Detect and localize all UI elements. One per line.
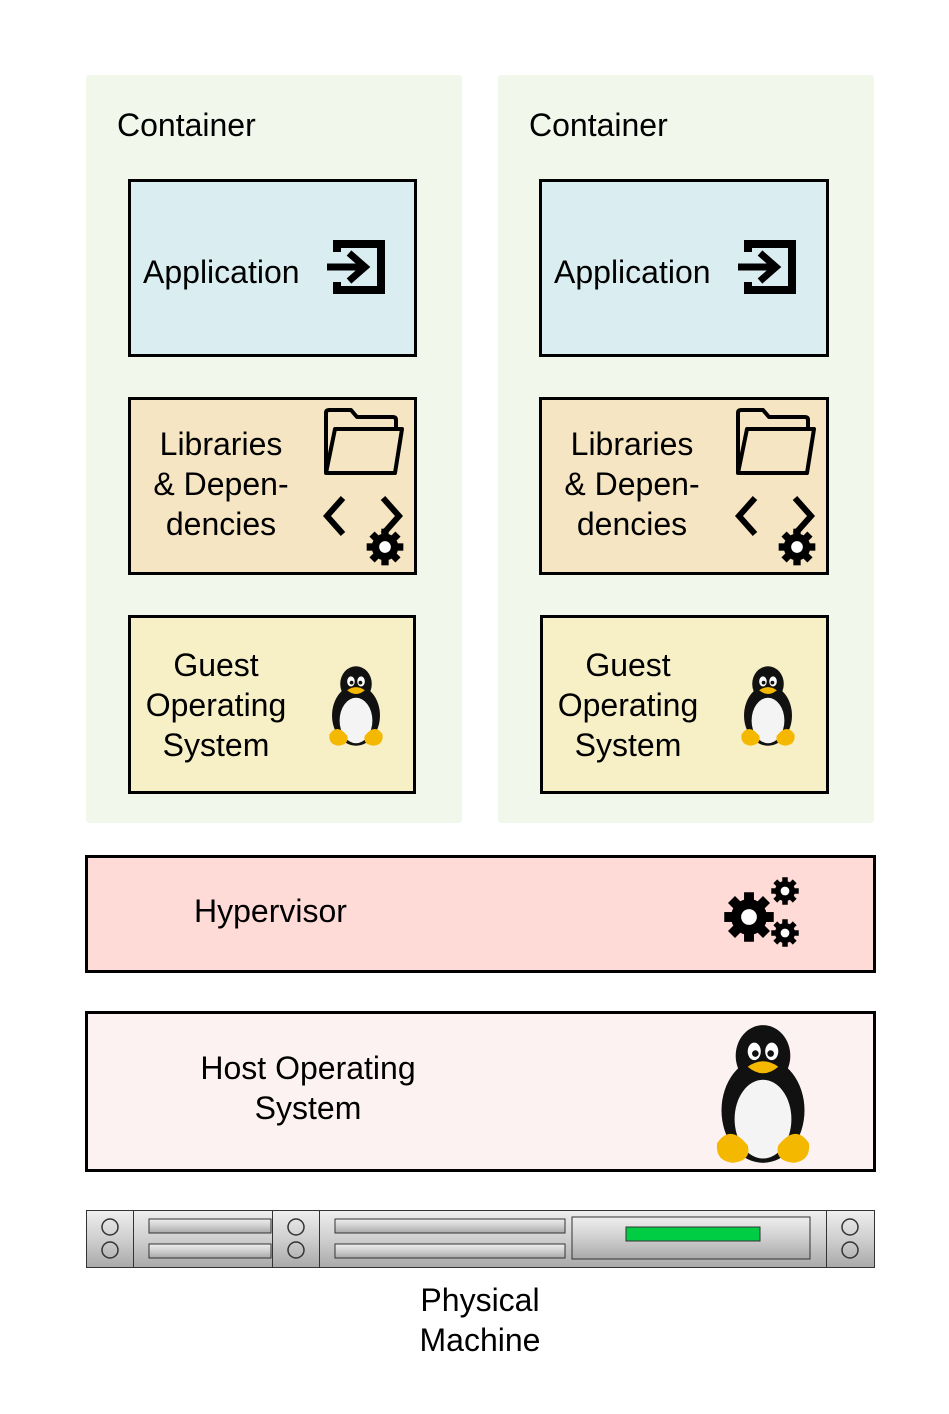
guest-os-line-1: Guest — [585, 647, 671, 683]
code-brackets-icon — [322, 496, 404, 536]
rack-server-icon — [86, 1210, 875, 1268]
container-1-application-box: Application — [128, 179, 417, 357]
libraries-label: Libraries & Depen- dencies — [552, 424, 712, 544]
libraries-line-1: Libraries — [159, 426, 283, 462]
container-2-guest-os-box: Guest Operating System — [540, 615, 829, 794]
libraries-line-1: Libraries — [570, 426, 694, 462]
libraries-line-2: & Depen- — [564, 466, 700, 502]
guest-os-label: Guest Operating System — [548, 645, 708, 765]
tux-penguin-icon — [323, 665, 389, 747]
host-os-line-1: Host Operating — [200, 1050, 416, 1086]
tux-penguin-icon — [735, 665, 801, 747]
guest-os-line-1: Guest — [173, 647, 259, 683]
container-2-title: Container — [529, 107, 668, 143]
host-os-line-2: System — [254, 1090, 362, 1126]
folder-icon — [735, 407, 817, 477]
code-brackets-icon — [734, 496, 816, 536]
host-os-box: Host Operating System — [85, 1011, 876, 1172]
application-label: Application — [554, 254, 711, 290]
container-2-libraries-box: Libraries & Depen- dencies — [539, 397, 829, 575]
physical-machine-label: Physical Machine — [330, 1280, 630, 1360]
physical-machine-line-1: Physical — [420, 1282, 540, 1318]
tux-penguin-icon — [704, 1023, 822, 1165]
guest-os-line-3: System — [574, 727, 682, 763]
container-1-libraries-box: Libraries & Depen- dencies — [128, 397, 417, 575]
container-1-guest-os-box: Guest Operating System — [128, 615, 416, 794]
enter-arrow-icon — [323, 232, 393, 302]
folder-icon — [323, 407, 405, 477]
guest-os-line-2: Operating — [145, 687, 287, 723]
hypervisor-label: Hypervisor — [194, 893, 347, 929]
container-2-application-box: Application — [539, 179, 829, 357]
gears-icon — [724, 877, 799, 947]
physical-machine-line-2: Machine — [419, 1322, 541, 1358]
guest-os-line-2: Operating — [557, 687, 699, 723]
application-label: Application — [143, 254, 300, 290]
libraries-label: Libraries & Depen- dencies — [141, 424, 301, 544]
guest-os-label: Guest Operating System — [136, 645, 296, 765]
enter-arrow-icon — [734, 232, 804, 302]
libraries-line-2: & Depen- — [153, 466, 289, 502]
libraries-line-3: dencies — [576, 506, 688, 542]
host-os-label: Host Operating System — [158, 1048, 458, 1128]
guest-os-line-3: System — [162, 727, 270, 763]
gear-icon — [777, 527, 817, 567]
libraries-line-3: dencies — [165, 506, 277, 542]
gear-icon — [365, 527, 405, 567]
hypervisor-box: Hypervisor — [85, 855, 876, 973]
container-1-title: Container — [117, 107, 256, 143]
